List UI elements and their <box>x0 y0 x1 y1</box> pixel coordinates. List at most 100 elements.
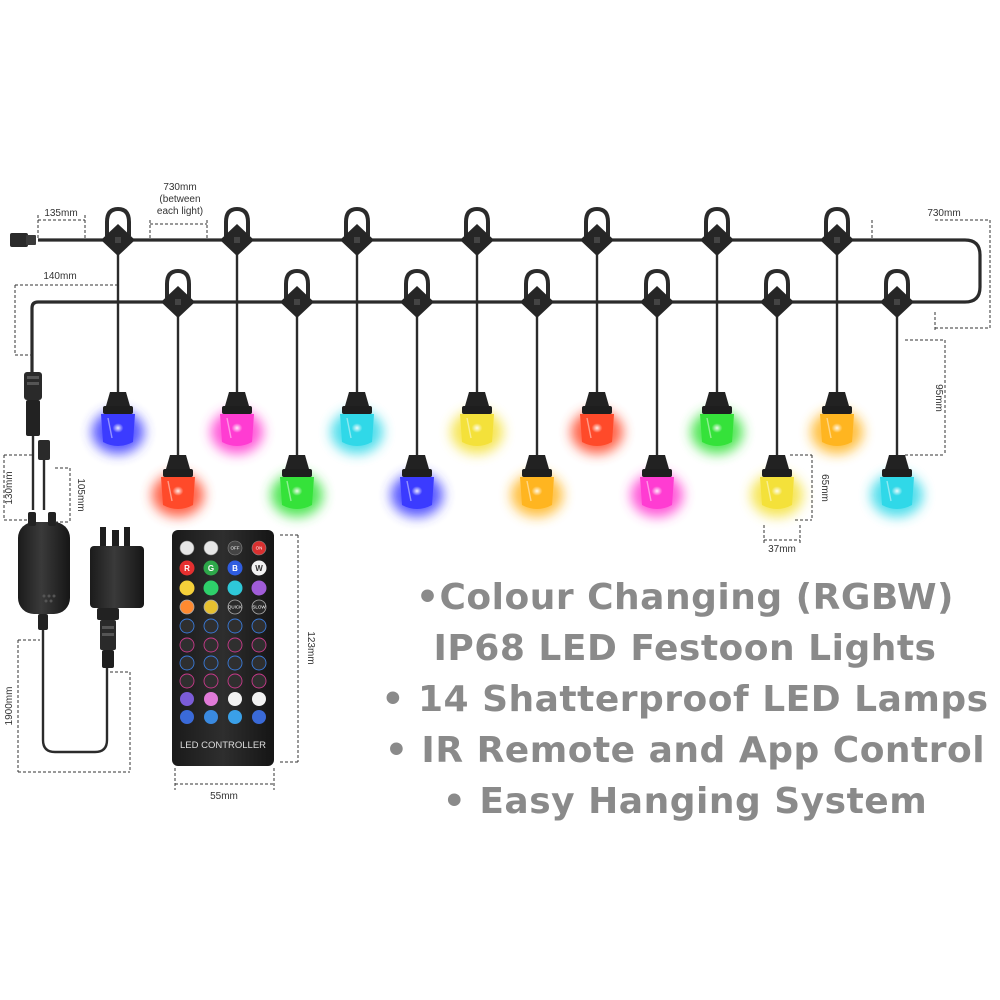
led-lamp <box>451 392 503 454</box>
dim-start-lead: 140mm <box>43 271 76 282</box>
remote-color-button[interactable] <box>227 560 243 576</box>
dim-end-spacing: 730mm <box>927 208 960 219</box>
remote-button[interactable] <box>251 599 267 615</box>
remote-mode-button[interactable] <box>227 637 243 653</box>
festoon-light <box>451 206 503 454</box>
start-connector <box>10 233 36 247</box>
feature-line-5: • Easy Hanging System <box>442 781 928 822</box>
remote-mode-button[interactable] <box>251 618 267 634</box>
remote-mode-button[interactable] <box>227 618 243 634</box>
remote-music-button[interactable] <box>204 692 218 706</box>
led-lamp <box>152 455 204 517</box>
feature-line-2: IP68 LED Festoon Lights <box>433 628 937 669</box>
dim-power-lead: 1900mm <box>4 687 15 726</box>
led-lamp <box>691 392 743 454</box>
festoon-light <box>631 268 683 517</box>
festoon-light <box>391 268 443 517</box>
festoon-light <box>92 206 144 454</box>
remote-mode-button[interactable] <box>179 618 195 634</box>
led-lamp <box>811 392 863 454</box>
remote-button[interactable] <box>203 540 219 556</box>
power-plug <box>90 527 144 668</box>
festoon-light <box>751 268 803 517</box>
remote-color-button[interactable] <box>179 580 195 596</box>
dim-light-spacing-line1: 730mm <box>163 182 196 193</box>
festoon-light <box>811 206 863 454</box>
remote-button[interactable] <box>179 599 195 615</box>
festoon-light <box>871 268 923 517</box>
led-lamp <box>511 455 563 517</box>
remote-mode-button[interactable] <box>227 655 243 671</box>
feature-list: •Colour Changing (RGBW) IP68 LED Festoon… <box>370 572 1000 827</box>
festoon-light <box>211 206 263 454</box>
festoon-light <box>691 206 743 454</box>
remote-music-button[interactable] <box>180 710 194 724</box>
led-lamp <box>751 455 803 517</box>
led-lamp <box>92 392 144 454</box>
led-lamp <box>391 455 443 517</box>
remote-button-grid: OFF ON R G B W QUICK SLOW <box>179 540 267 724</box>
remote-music-button[interactable] <box>252 710 266 724</box>
remote-color-label: G <box>208 564 214 573</box>
dim-bulb-height: 65mm <box>819 474 830 502</box>
remote-color-label: B <box>232 564 238 573</box>
remote-button[interactable] <box>227 599 243 615</box>
remote-mode-button[interactable] <box>203 618 219 634</box>
remote-button[interactable] <box>179 540 195 556</box>
remote-speed-label: QUICK <box>228 605 242 610</box>
remote-music-button[interactable] <box>252 692 266 706</box>
remote-label: LED CONTROLLER <box>180 740 266 751</box>
festoon-lights <box>92 206 923 517</box>
main-cable <box>30 238 982 372</box>
feature-line-1: •Colour Changing (RGBW) <box>415 577 955 618</box>
remote-on-label: ON <box>256 546 263 551</box>
remote-color-label: W <box>255 564 263 573</box>
remote-mode-button[interactable] <box>203 637 219 653</box>
dimension-lines <box>3 215 991 790</box>
remote-color-button[interactable] <box>227 580 243 596</box>
remote-mode-button[interactable] <box>203 655 219 671</box>
led-lamp <box>211 392 263 454</box>
dim-remote-width: 55mm <box>210 791 238 802</box>
remote-speed-label: SLOW <box>252 605 266 610</box>
dimension-labels: 135mm 730mm (between each light) 730mm 1… <box>4 182 961 802</box>
remote-color-button[interactable] <box>251 580 267 596</box>
remote-music-button[interactable] <box>228 692 242 706</box>
remote-color-button[interactable] <box>203 580 219 596</box>
remote-off-label: OFF <box>231 546 240 551</box>
remote-color-button[interactable] <box>251 560 267 576</box>
ir-remote: OFF ON R G B W QUICK SLOW LED CONTROLLER <box>172 530 274 766</box>
festoon-light <box>511 268 563 517</box>
remote-mode-button[interactable] <box>179 637 195 653</box>
remote-button[interactable] <box>227 540 243 556</box>
controller-box <box>18 512 109 754</box>
festoon-light <box>331 206 383 454</box>
led-lamp <box>271 455 323 517</box>
remote-mode-button[interactable] <box>251 673 267 689</box>
remote-mode-button[interactable] <box>251 637 267 653</box>
led-lamp <box>571 392 623 454</box>
dim-connector-length: 130mm <box>4 471 15 504</box>
dim-bulb-width: 37mm <box>768 544 796 555</box>
remote-mode-button[interactable] <box>251 655 267 671</box>
remote-mode-button[interactable] <box>227 673 243 689</box>
remote-music-button[interactable] <box>204 710 218 724</box>
dim-light-spacing-line2: (between <box>159 194 200 205</box>
remote-mode-button[interactable] <box>203 673 219 689</box>
remote-mode-button[interactable] <box>179 655 195 671</box>
remote-mode-button[interactable] <box>179 673 195 689</box>
remote-color-button[interactable] <box>179 560 195 576</box>
feature-line-4: • IR Remote and App Control <box>384 730 986 771</box>
dim-plug-length: 105mm <box>75 478 86 511</box>
remote-color-button[interactable] <box>203 560 219 576</box>
dim-light-spacing-line3: each light) <box>157 206 203 217</box>
remote-music-button[interactable] <box>228 710 242 724</box>
led-lamp <box>631 455 683 517</box>
festoon-light <box>571 206 623 454</box>
remote-music-button[interactable] <box>180 692 194 706</box>
remote-button[interactable] <box>203 599 219 615</box>
remote-color-label: R <box>184 564 190 573</box>
remote-button[interactable] <box>251 540 267 556</box>
led-lamp <box>871 455 923 517</box>
